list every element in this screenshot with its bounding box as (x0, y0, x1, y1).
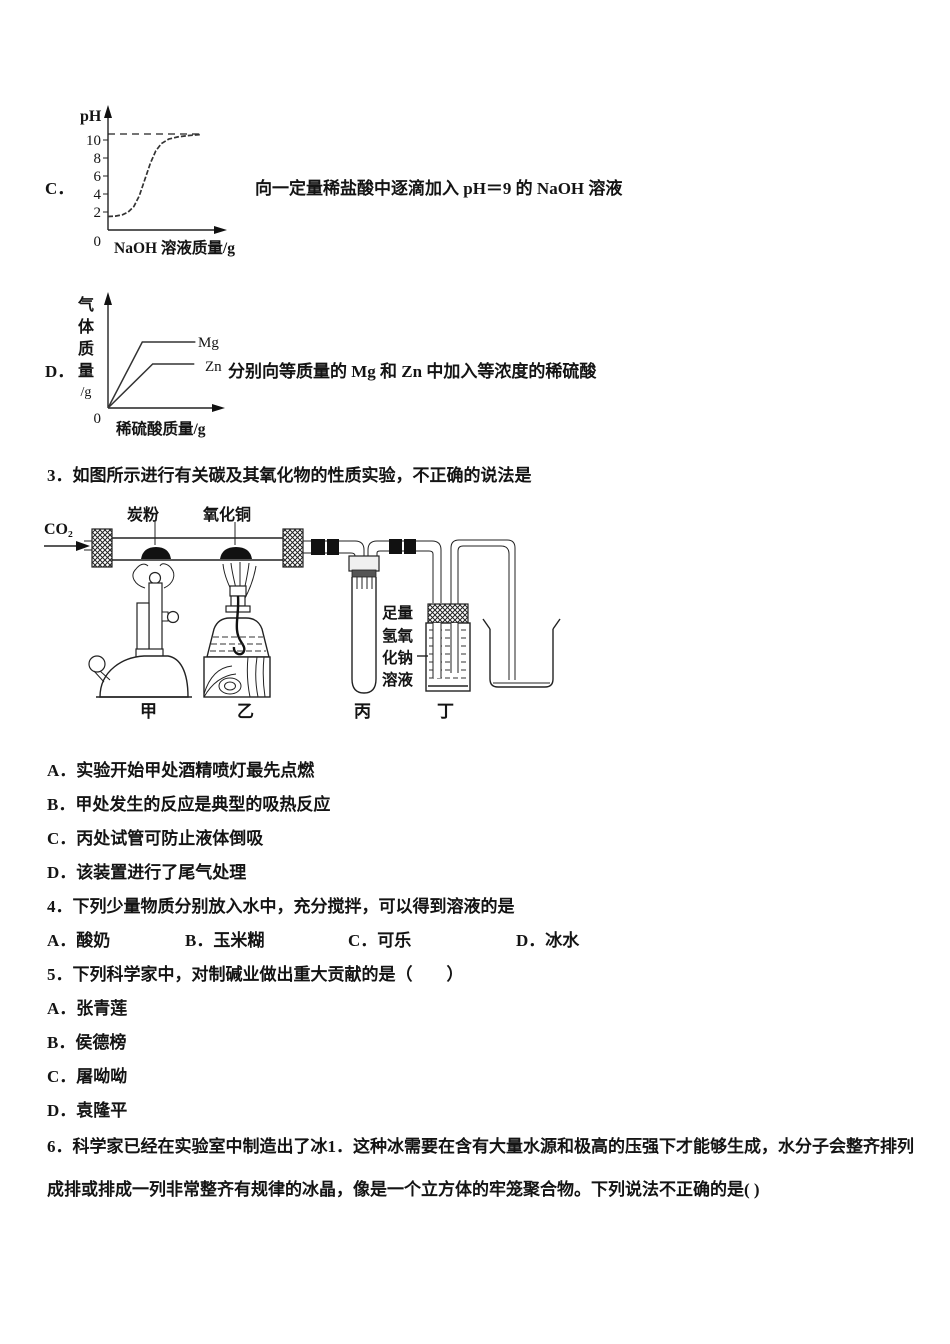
q4-option-c: C．可乐 (348, 931, 412, 950)
gas-y-arrow (104, 292, 112, 305)
copper-oxide-label: 氧化铜 (202, 505, 251, 524)
ph-y-arrow (104, 105, 112, 118)
jia-label: 甲 (140, 702, 157, 721)
ph-tick-4: 4 (94, 187, 102, 203)
q3-option-d: D．该装置进行了尾气处理 (47, 863, 247, 882)
ph-origin: 0 (94, 234, 102, 250)
q3-option-a: A．实验开始甲处酒精喷灯最先点燃 (47, 761, 315, 780)
q5-option-a: A．张青莲 (47, 999, 128, 1018)
jia-side-column (136, 602, 150, 651)
q4-option-a: A．酸奶 (47, 931, 111, 950)
question-3-text: 3．如图所示进行有关碳及其氧化物的性质实验，不正确的说法是 (47, 466, 532, 485)
right-stopper (282, 528, 304, 568)
ph-tick-2: 2 (94, 205, 102, 221)
rubber-connector (311, 539, 325, 555)
question-6-line2: 成排或排成一列非常整齐有规律的冰晶，像是一个立方体的牢笼聚合物。下列说法不正确的… (47, 1180, 760, 1199)
yi-label: 乙 (237, 702, 254, 721)
ding-label: 丁 (437, 702, 454, 721)
ph-tick-6: 6 (94, 169, 102, 185)
carbon-powder-label: 炭粉 (127, 505, 159, 524)
ding-outlet-tube (450, 623, 459, 673)
bing-test-tube (351, 577, 377, 694)
jia-nozzle (148, 571, 162, 585)
copper-oxide-mound (220, 547, 252, 559)
jia-pump-ball (88, 655, 106, 673)
ph-curve (107, 133, 201, 218)
option-d-label: D． (45, 362, 75, 381)
option-d-caption: 分别向等质量的 Mg 和 Zn 中加入等浓度的稀硫酸 (228, 362, 597, 381)
ph-chart: pH 2 4 6 8 10 0 NaOH 溶液质量/g (80, 105, 235, 257)
apparatus-diagram: CO₂ 炭粉 氧化铜 甲 (44, 505, 561, 721)
jia-burner-tube (148, 582, 163, 651)
mg-line (107, 341, 196, 409)
q5-option-c: C．屠呦呦 (47, 1067, 128, 1086)
naoh-caption-row4: 溶液 (382, 670, 414, 689)
option-c-caption: 向一定量稀盐酸中逐滴加入 pH＝9 的 NaOH 溶液 (255, 179, 623, 198)
q4-option-b: B．玉米糊 (185, 931, 265, 950)
bing-stopper (348, 555, 380, 572)
question-6-line1: 6．科学家已经在实验室中制造出了冰1．这种冰需要在含有大量水源和极高的压强下才能… (47, 1137, 914, 1156)
option-c-label: C． (45, 179, 75, 198)
gas-origin: 0 (94, 411, 102, 427)
naoh-caption-row3: 化钠 (382, 648, 413, 667)
co2-label: CO₂ (44, 521, 73, 538)
ding-inlet-tube (432, 623, 442, 678)
gas-y-label-3: 质 (78, 339, 94, 358)
jia-flame (132, 563, 149, 589)
q4-option-d: D．冰水 (516, 931, 580, 950)
beaker (489, 629, 554, 688)
carbon-powder-mound (141, 547, 171, 559)
naoh-caption-row1: 足量 (382, 604, 414, 622)
zn-line (107, 363, 195, 409)
gas-y-label-1: 气 (77, 295, 94, 314)
yi-wick-holder (229, 585, 247, 597)
question-5-text: 5．下列科学家中，对制碱业做出重大贡献的是（ ） (47, 965, 464, 984)
gas-x-label: 稀硫酸质量/g (116, 419, 206, 438)
bing-label: 丙 (354, 702, 371, 721)
q5-option-b: B．侯德榜 (47, 1033, 127, 1052)
gas-y-label-4: 量 (78, 362, 94, 380)
mg-series-label: Mg (198, 335, 219, 351)
ph-x-label: NaOH 溶液质量/g (114, 238, 235, 257)
naoh-caption-row2: 氢氧 (382, 626, 414, 645)
q5-option-d: D．袁隆平 (47, 1101, 128, 1120)
ph-tick-10: 10 (86, 133, 101, 149)
rubber-connector (389, 539, 402, 554)
wood-block (203, 656, 271, 698)
jia-fuel-dome (99, 655, 189, 698)
yi-wick (232, 595, 246, 656)
ph-axis-title: pH (80, 108, 102, 125)
gas-mass-chart: 气 体 质 量 /g Mg Zn 0 稀硫酸质量/g (77, 292, 225, 438)
gas-y-label-unit: /g (81, 385, 92, 400)
left-stopper (91, 528, 113, 568)
gas-x-arrow (212, 404, 225, 412)
zn-series-label: Zn (205, 359, 222, 375)
ph-tick-8: 8 (94, 151, 102, 167)
q3-option-b: B．甲处发生的反应是典型的吸热反应 (47, 795, 331, 814)
gas-y-label-2: 体 (78, 317, 95, 336)
ph-x-arrow (214, 226, 227, 234)
question-4-text: 4．下列少量物质分别放入水中，充分搅拌，可以得到溶液的是 (47, 897, 515, 916)
q3-option-c: C．丙处试管可防止液体倒吸 (47, 829, 264, 848)
jia-valve-knob (166, 610, 180, 624)
ding-stopper (427, 603, 469, 624)
